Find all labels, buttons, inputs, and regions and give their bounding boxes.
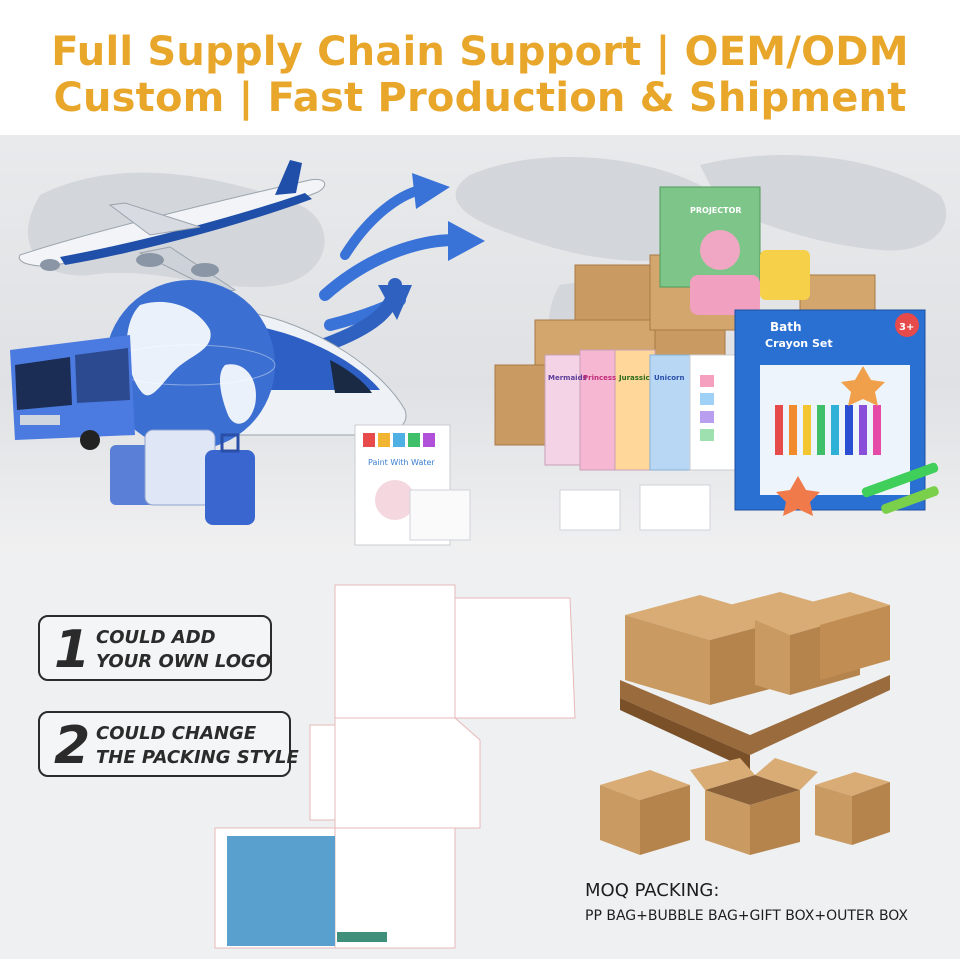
feature-add-logo: 1 COULD ADD YOUR OWN LOGO xyxy=(38,615,272,681)
bath-title: Bath xyxy=(770,320,802,334)
blue-panel xyxy=(227,836,335,946)
paint-label: Paint With Water xyxy=(368,458,435,467)
headline-line-2: Custom | Fast Production & Shipment xyxy=(53,75,907,121)
globe-icon xyxy=(104,280,276,450)
paint-with-water-book: Paint With Water xyxy=(354,424,471,546)
projector-box: PROJECTOR xyxy=(659,186,810,315)
header-banner: Full Supply Chain Support | OEM/ODM Cust… xyxy=(0,0,960,135)
age-badge: 3+ xyxy=(899,322,914,333)
bath-subtitle: Crayon Set xyxy=(765,337,833,350)
feature-number: 2 xyxy=(54,716,91,776)
feature-line-1: COULD ADD xyxy=(96,627,216,648)
coloring-books: Mermaids Princess Jurassic Unicorn xyxy=(544,349,736,531)
arrow-icon xyxy=(318,173,485,352)
book-3: Jurassic xyxy=(618,374,650,382)
bath-crayon-set: Bath Crayon Set 3+ xyxy=(734,309,939,516)
book-2: Princess xyxy=(583,374,616,382)
feature-line-2: THE PACKING STYLE xyxy=(96,747,299,768)
carton-boxes xyxy=(600,592,890,855)
feature-line-1: COULD CHANGE xyxy=(96,723,257,744)
airplane-icon xyxy=(18,160,326,294)
pallet xyxy=(620,675,890,770)
luggage-icon xyxy=(110,429,255,525)
feature-line-2: YOUR OWN LOGO xyxy=(96,651,272,672)
small-box-3 xyxy=(815,772,890,845)
box-dieline xyxy=(214,584,576,949)
moq-title: MOQ PACKING: xyxy=(585,880,720,901)
feature-text: COULD CHANGE THE PACKING STYLE xyxy=(96,722,299,770)
small-box-open xyxy=(690,758,818,855)
supply-chain-illustration: Paint With Water PROJECTOR M xyxy=(0,135,960,550)
small-box-1 xyxy=(600,770,690,855)
feature-change-packing: 2 COULD CHANGE THE PACKING STYLE xyxy=(38,711,299,777)
feature-text: COULD ADD YOUR OWN LOGO xyxy=(96,626,271,674)
hero-scene: Paint With Water PROJECTOR M xyxy=(10,155,947,546)
bus-icon xyxy=(10,335,135,450)
headline-line-1: Full Supply Chain Support | OEM/ODM xyxy=(51,29,909,75)
book-1: Mermaids xyxy=(548,374,587,382)
barcode-strip xyxy=(337,932,387,942)
moq-detail: PP BAG+BUBBLE BAG+GIFT BOX+OUTER BOX xyxy=(585,908,909,924)
projector-label: PROJECTOR xyxy=(690,206,742,215)
cardboard-box-icon xyxy=(625,592,890,705)
feature-number: 1 xyxy=(54,620,91,680)
book-4: Unicorn xyxy=(654,374,684,382)
